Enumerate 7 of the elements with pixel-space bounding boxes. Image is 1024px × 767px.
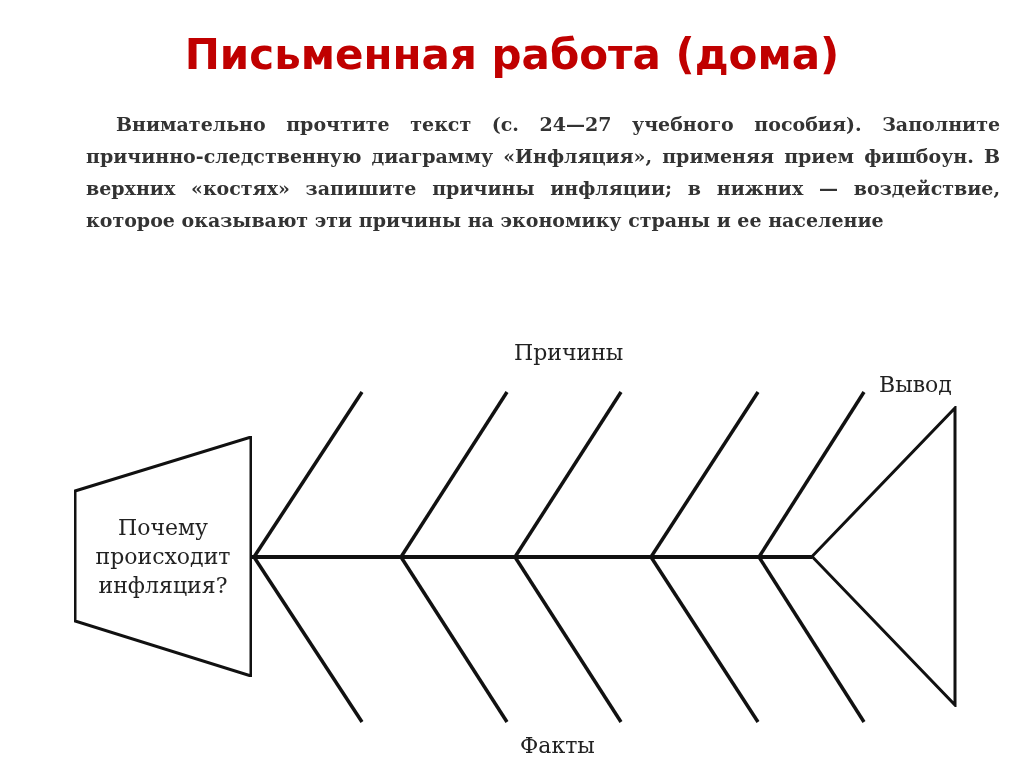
facts-label: Факты	[520, 733, 595, 758]
title: Письменная работа (дома)	[183, 30, 841, 79]
spine-line	[251, 555, 812, 559]
conclusion-label: Вывод	[879, 372, 952, 397]
causes-label: Причины	[514, 340, 624, 365]
question-text: Почему происходит инфляция?	[94, 514, 232, 600]
instruction-paragraph: Внимательно прочтите текст (с. 24—27 учебного пособия). Заполните причинно-следственную диаграмму «Инфляция», применяя прием фишбоун. В верхних «костях» запишите причины инфляции; в нижних — воздействие, которое оказывают эти причины на экономику страны и ее население	[86, 112, 1000, 233]
